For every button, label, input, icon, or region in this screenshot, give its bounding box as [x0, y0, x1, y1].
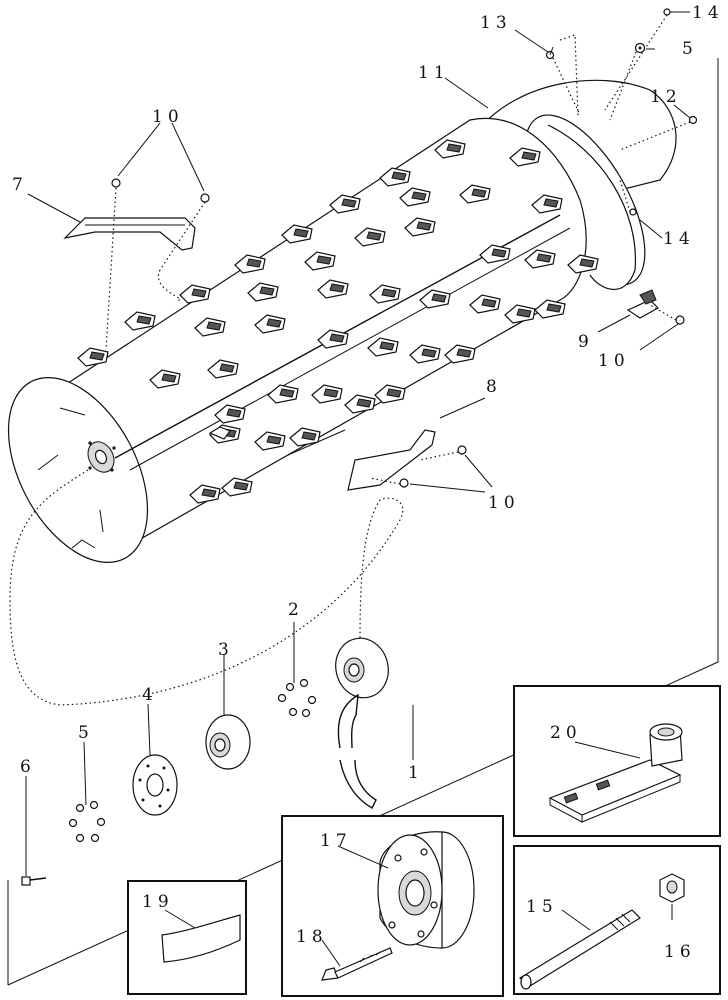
hub-assembly: [335, 637, 389, 699]
callout-4: 4: [142, 685, 158, 705]
washers-2: [277, 678, 317, 718]
fasteners: [111, 8, 698, 488]
callout-14-top: 14: [692, 3, 724, 23]
washers-5: [68, 800, 106, 843]
callout-13: 13: [480, 13, 512, 33]
callout-5-bottom: 5: [78, 723, 94, 743]
nut-14-top: [663, 8, 671, 16]
hub-3: [205, 714, 251, 770]
bolt-13: [545, 46, 555, 60]
callout-10-right: 10: [598, 351, 630, 371]
callout-7: 7: [12, 175, 28, 195]
callout-18: 18: [296, 927, 328, 947]
callout-14-right: 14: [663, 229, 695, 249]
leader-lines: [25, 11, 691, 876]
callout-17: 17: [320, 831, 352, 851]
washer-5-top: [634, 42, 646, 54]
callout-2: 2: [288, 600, 304, 620]
part-9: [626, 289, 659, 319]
mounting-bar-8: [287, 429, 436, 491]
plate-4: [132, 754, 178, 816]
callout-10-top: 10: [152, 107, 184, 127]
detail-box-19: [127, 880, 247, 995]
bolt-10-mid-b: [399, 478, 409, 488]
callout-15: 15: [526, 897, 558, 917]
rotor-drum: [7, 79, 677, 563]
shield-plate-7: [63, 217, 196, 251]
callout-19: 19: [142, 892, 174, 912]
bolt-10-right: [675, 315, 685, 325]
callout-20: 20: [550, 723, 582, 743]
callout-10-mid: 10: [488, 493, 520, 513]
callout-labels: 1 2 3 4 5 5 6 7 8 9 10 10 10 11 12 13 14…: [12, 3, 724, 962]
nut-14-right: [629, 208, 637, 216]
callout-1: 1: [408, 763, 424, 783]
assembly-dotted-lines: [9, 14, 691, 706]
bolt-10-top-left: [111, 178, 121, 188]
callout-5-top: 5: [682, 39, 698, 59]
callout-16: 16: [664, 942, 696, 962]
bolt-6: [21, 876, 47, 886]
detail-box-20: [513, 685, 721, 837]
callout-3: 3: [218, 640, 234, 660]
bolt-10-top-right: [200, 193, 210, 203]
bolt-10-mid-a: [457, 445, 467, 455]
callout-8: 8: [486, 377, 502, 397]
bolt-12: [688, 115, 698, 125]
detail-box-15-16: [513, 845, 721, 995]
callout-11: 11: [418, 63, 450, 83]
callout-9: 9: [578, 332, 594, 352]
callout-6: 6: [20, 757, 36, 777]
exploded-parts: [21, 637, 389, 886]
callout-12: 12: [650, 87, 682, 107]
detail-box-17-18: [281, 815, 504, 997]
knife-holders: [77, 139, 599, 504]
